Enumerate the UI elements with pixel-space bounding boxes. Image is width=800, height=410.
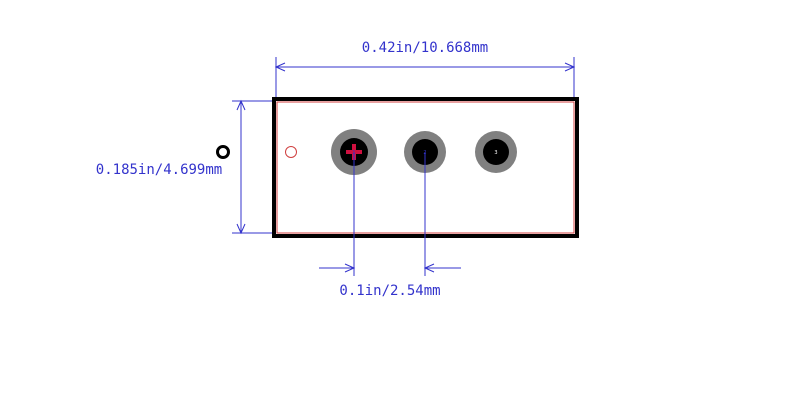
width-label: 0.42in/10.668mm [362,40,488,56]
pad-hole [483,139,509,165]
pitch-label: 0.1in/2.54mm [339,283,440,299]
pad-3: 3 [475,131,517,173]
pin1-courtyard-indicator [285,146,297,158]
height-arrow-bottom [236,223,246,235]
width-arrow-left [274,62,286,72]
height-label: 0.185in/4.699mm [96,162,222,178]
pad-number: 3 [494,150,497,156]
width-arrow-right [564,62,576,72]
pitch-arrow-left [344,263,356,273]
pitch-arrow-right [423,263,435,273]
width-dimension: 0.42in/10.668mm [274,40,576,98]
pin1-dot-indicator [216,145,230,159]
pitch-dimension: 0.1in/2.54mm [319,152,461,299]
height-arrow-top [236,99,246,111]
height-dimension: 0.185in/4.699mm [96,99,272,235]
